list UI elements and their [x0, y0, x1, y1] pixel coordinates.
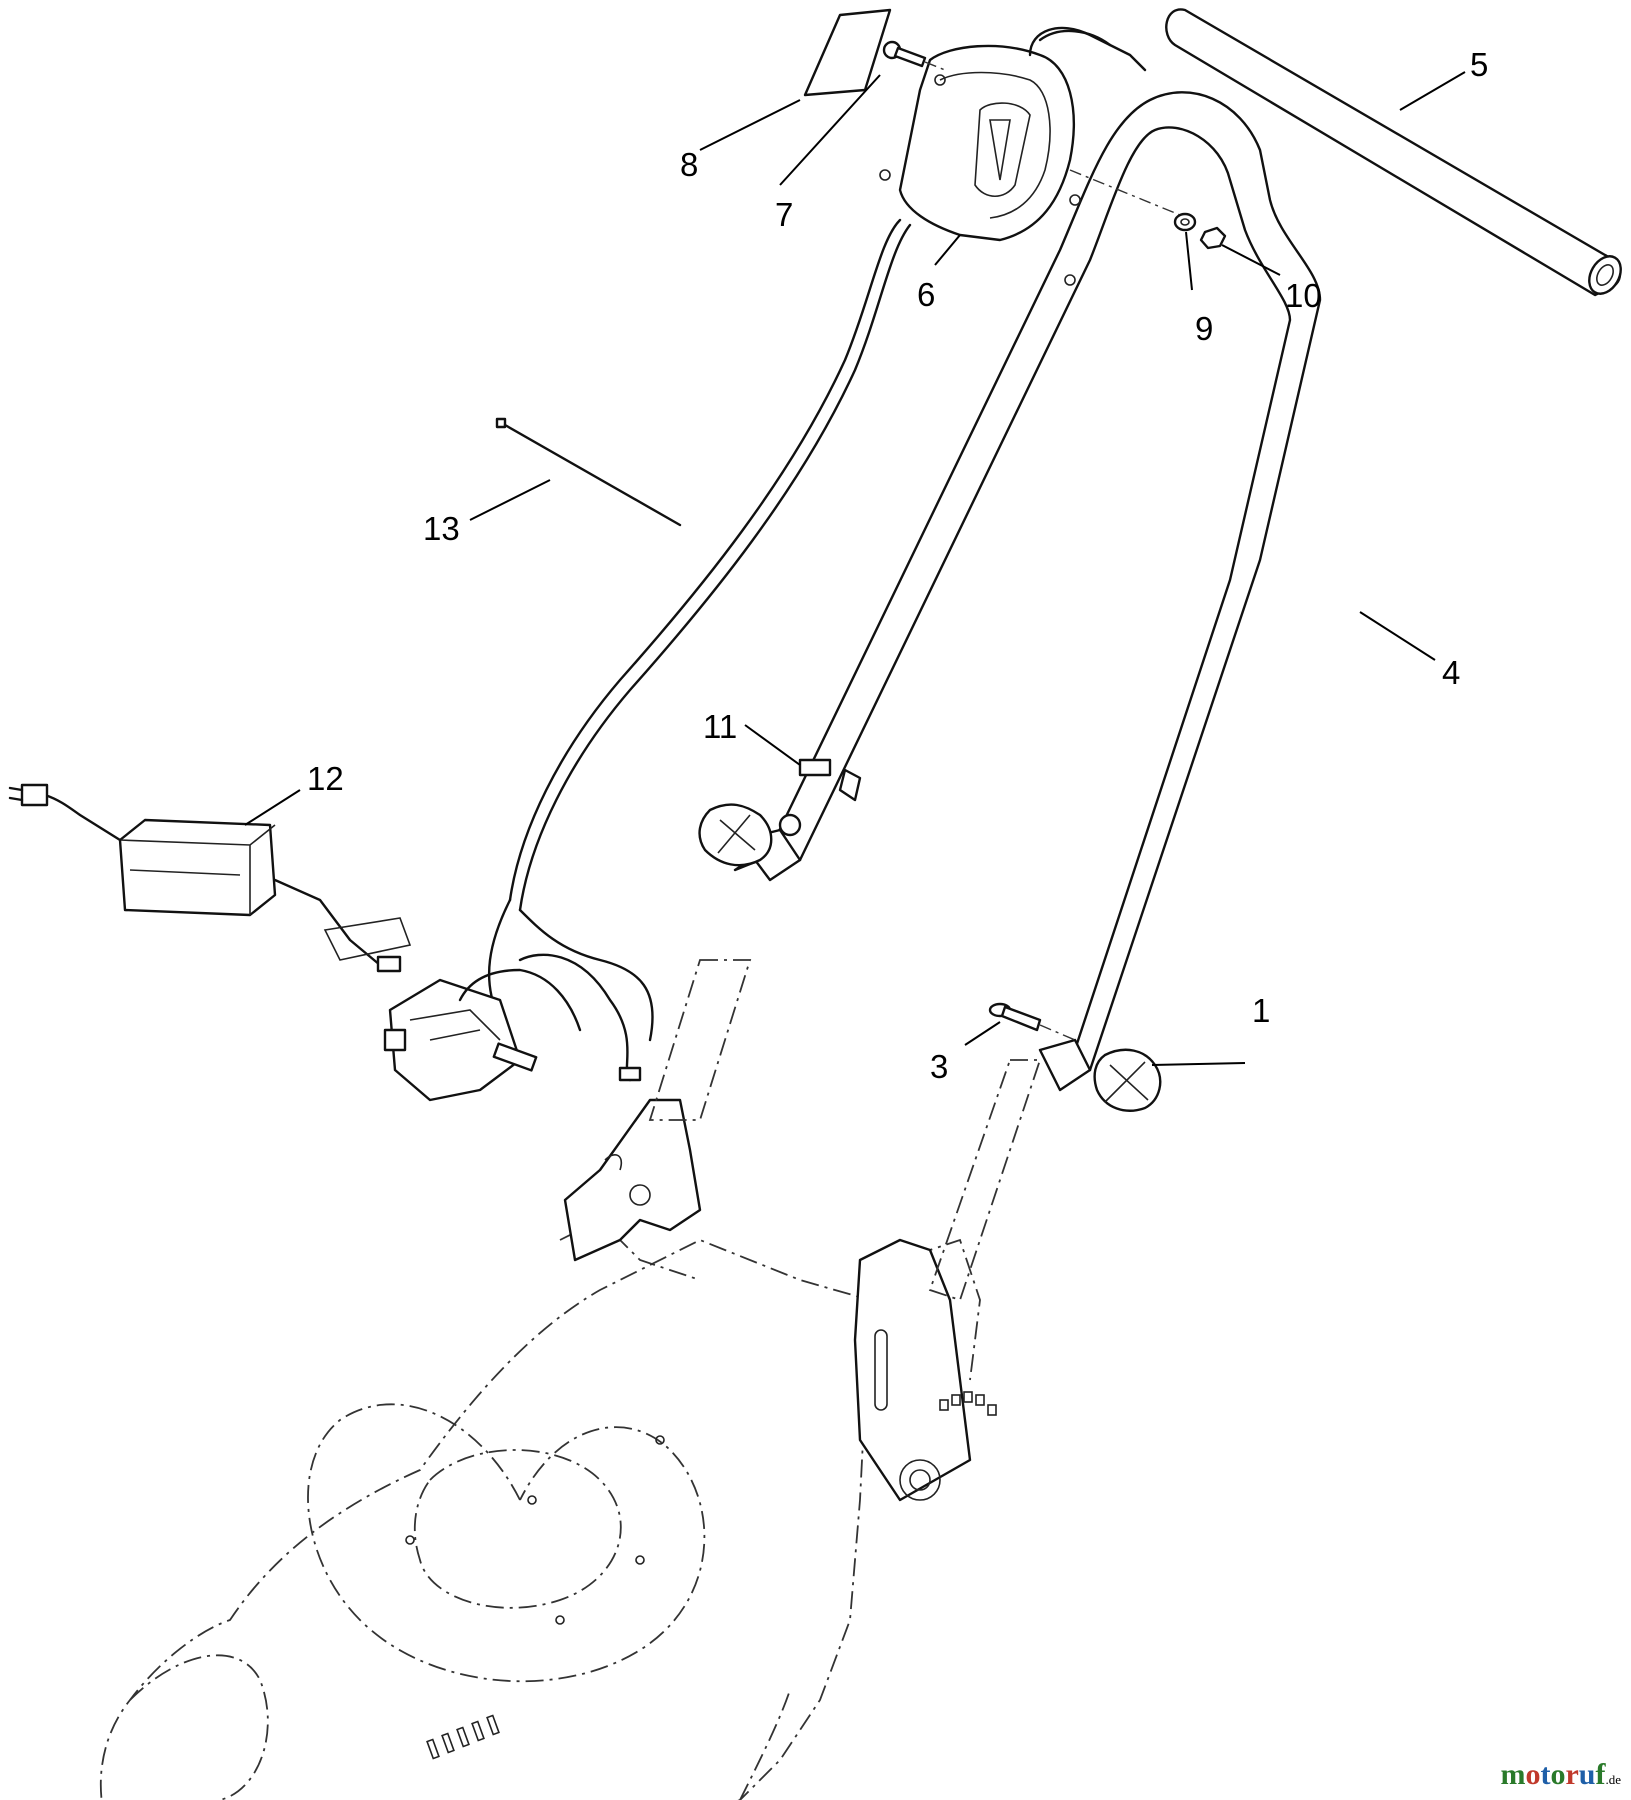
leader-13	[469, 479, 551, 521]
handle-clip	[798, 758, 862, 802]
callout-9: 9	[1195, 310, 1213, 347]
callout-7: 7	[775, 196, 793, 233]
handle-top-bar	[1165, 8, 1622, 297]
main-handle	[733, 91, 1322, 1092]
leader-12	[244, 789, 301, 826]
wire-harness	[487, 218, 912, 1042]
callout-10: 10	[1285, 277, 1322, 314]
carriage-bolt	[988, 1002, 1076, 1041]
callout-13: 13	[423, 510, 460, 547]
leader-7	[779, 74, 881, 186]
left-handle-knob	[698, 803, 802, 867]
leader-4	[1359, 611, 1436, 661]
leader-3	[964, 1021, 1001, 1046]
leader-8	[699, 99, 801, 151]
cable-tie	[495, 417, 682, 527]
nut	[1199, 226, 1227, 250]
watermark-suffix: .de	[1605, 1772, 1621, 1787]
battery-charger	[8, 783, 412, 973]
callout-5: 5	[1470, 46, 1488, 83]
control-housing	[879, 26, 1181, 242]
leader-lines	[244, 71, 1466, 1066]
decal	[803, 8, 892, 97]
left-lower-handle-stub	[648, 959, 752, 1121]
watermark-name: motoruf	[1500, 1758, 1606, 1791]
callout-8: 8	[680, 146, 698, 183]
mower-deck	[99, 1218, 981, 1800]
callout-3: 3	[930, 1048, 948, 1085]
left-height-bracket	[563, 1098, 702, 1262]
callout-4: 4	[1442, 654, 1460, 691]
leader-9	[1185, 231, 1193, 291]
right-lower-handle-stub	[928, 1059, 1042, 1302]
pin	[882, 40, 946, 71]
leader-1	[1151, 1062, 1246, 1066]
callout-1: 1	[1252, 992, 1270, 1029]
leader-10	[1221, 244, 1281, 276]
leader-5	[1399, 71, 1466, 111]
controller-module	[383, 953, 642, 1102]
watermark-logo: motoruf.de	[1500, 1758, 1621, 1792]
callout-11: 11	[703, 708, 737, 745]
callout-12: 12	[307, 760, 344, 797]
leader-6	[934, 234, 961, 266]
right-handle-knob	[1093, 1048, 1162, 1112]
leader-11	[744, 724, 801, 766]
callouts: 1 3 4 5 6 7 8 9 10 11 12 13	[307, 46, 1488, 1085]
right-height-bracket	[853, 1238, 997, 1502]
callout-6: 6	[917, 276, 935, 313]
washer	[1173, 212, 1197, 232]
